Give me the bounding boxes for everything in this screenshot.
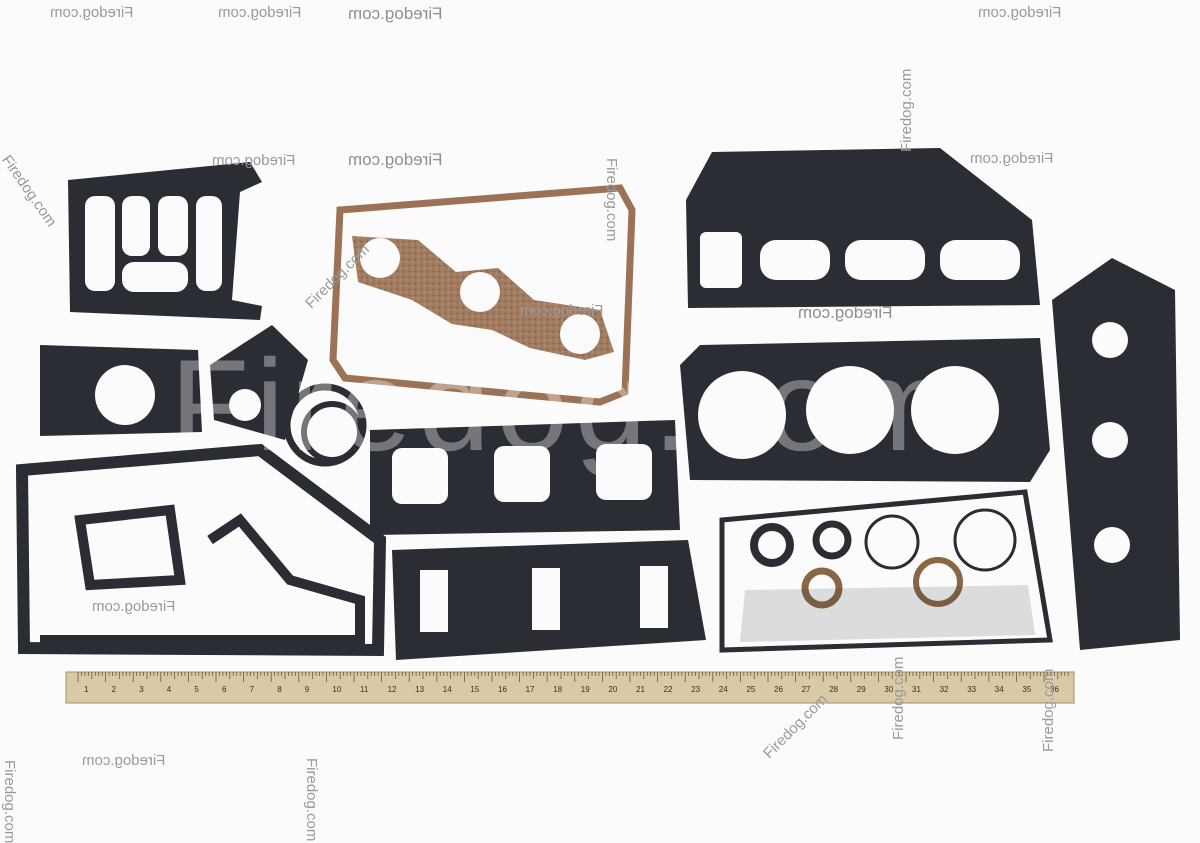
- ruler-number: 11: [360, 685, 369, 694]
- ruler-number: 35: [1022, 685, 1031, 694]
- ruler-number: 14: [443, 685, 452, 694]
- gasket-top-right: [686, 148, 1040, 308]
- ruler-number: 33: [967, 685, 976, 694]
- ruler-number: 4: [167, 685, 172, 694]
- ruler-number: 34: [995, 685, 1004, 694]
- gasket-left-small: [40, 325, 367, 467]
- ruler-number: 36: [1050, 685, 1059, 694]
- ruler-number: 7: [250, 685, 255, 694]
- ruler-number: 15: [470, 685, 479, 694]
- ruler-number: 12: [388, 685, 397, 694]
- head-gasket-middle: [680, 338, 1050, 482]
- ruler-number: 20: [608, 685, 617, 694]
- ruler-number: 17: [526, 685, 535, 694]
- ruler-number: 30: [884, 685, 893, 694]
- gasket-lower-left: [15, 443, 387, 657]
- ruler-number: 25: [746, 685, 755, 694]
- ruler-number: 5: [194, 685, 199, 694]
- ruler-number: 8: [277, 685, 282, 694]
- ruler-number: 28: [829, 685, 838, 694]
- ruler-number: 22: [664, 685, 673, 694]
- ruler-number: 19: [581, 685, 590, 694]
- ruler-number: 23: [691, 685, 700, 694]
- ruler-number: 2: [112, 685, 117, 694]
- gasket-center-windows: [370, 420, 680, 535]
- gasket-top-left: [68, 162, 262, 320]
- gasket-right-tall: [1052, 258, 1180, 650]
- ruler-number: 26: [774, 685, 783, 694]
- ruler-number: 27: [802, 685, 811, 694]
- ruler-number: 18: [553, 685, 562, 694]
- ruler-number: 6: [222, 685, 227, 694]
- seals-plate: [719, 489, 1053, 653]
- ruler-number: 10: [332, 685, 341, 694]
- ruler-number: 29: [857, 685, 866, 694]
- gasket-lower-slots: [392, 540, 706, 660]
- ruler-number: 9: [305, 685, 310, 694]
- ruler-number: 3: [139, 685, 144, 694]
- cork-gasket: [329, 184, 636, 406]
- ruler-number: 24: [719, 685, 728, 694]
- ruler-number: 13: [415, 685, 424, 694]
- ruler-number: 16: [498, 685, 507, 694]
- ruler-number: 1: [84, 685, 89, 694]
- ruler-number: 31: [912, 685, 921, 694]
- ruler-number: 32: [940, 685, 949, 694]
- ruler-number: 21: [636, 685, 645, 694]
